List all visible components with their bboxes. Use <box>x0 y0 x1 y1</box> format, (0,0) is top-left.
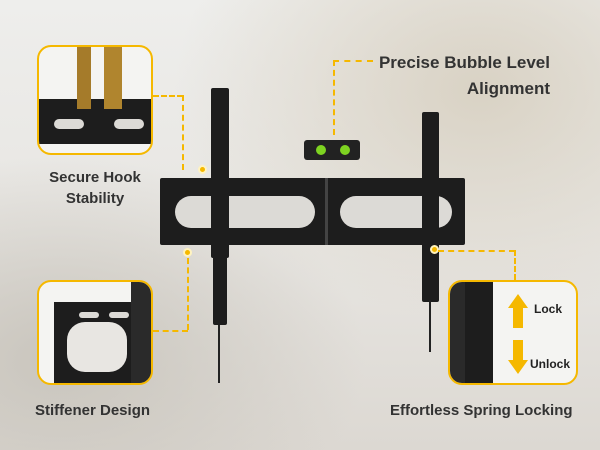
arrow-down-icon <box>508 360 528 374</box>
spring-marker <box>430 245 439 254</box>
stiffener-label: Stiffener Design <box>35 402 151 419</box>
unlock-label: Unlock <box>530 357 571 371</box>
hook-detail-image <box>37 45 153 155</box>
left-vertical-arm <box>211 88 229 258</box>
spring-label: Effortless Spring Locking <box>390 402 573 419</box>
arrow-up-icon <box>508 294 528 308</box>
horizontal-rail <box>160 178 465 245</box>
stiffener-marker <box>183 248 192 257</box>
right-vertical-arm <box>422 112 439 302</box>
spring-detail-image: Lock Unlock <box>448 280 578 385</box>
lock-label: Lock <box>534 302 563 316</box>
left-vertical-arm-lower <box>213 255 227 325</box>
hook-marker <box>198 165 207 174</box>
stiffener-detail-image <box>37 280 153 385</box>
bubble-level <box>304 140 360 160</box>
